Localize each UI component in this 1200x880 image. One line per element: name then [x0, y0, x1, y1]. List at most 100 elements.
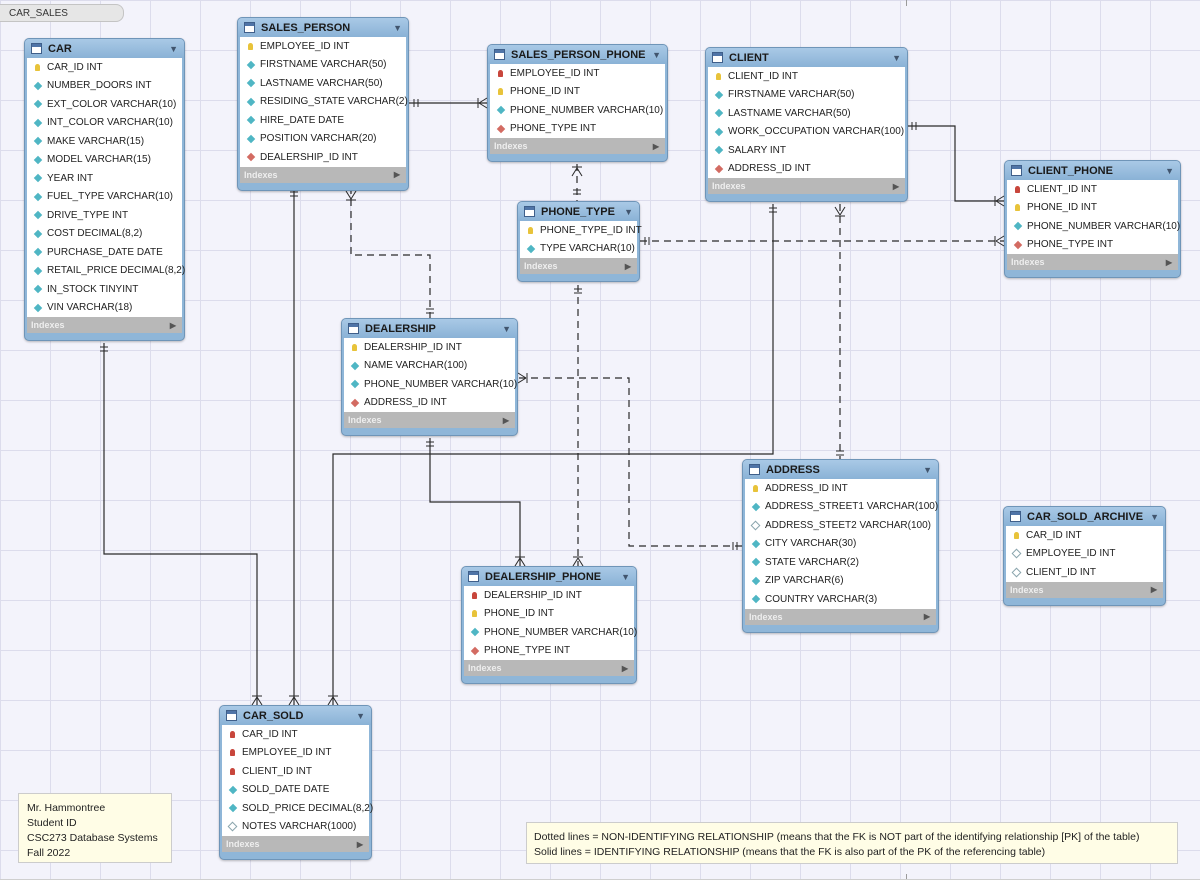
column-row[interactable]: ADDRESS_STREET1 VARCHAR(100) [745, 498, 938, 517]
column-row[interactable]: PHONE_ID INT [490, 83, 665, 102]
column-row[interactable]: PHONE_NUMBER VARCHAR(10) [344, 375, 517, 394]
expand-arrow-icon[interactable]: ▶ [624, 261, 631, 271]
column-row[interactable]: MODEL VARCHAR(15) [27, 151, 182, 170]
table-header[interactable]: SALES_PERSON▼ [238, 18, 408, 37]
column-row[interactable]: COUNTRY VARCHAR(3) [745, 590, 936, 609]
column-row[interactable]: YEAR INT [27, 169, 182, 188]
column-row[interactable]: CAR_ID INT [1006, 526, 1163, 545]
column-row[interactable]: CLIENT_ID INT [708, 67, 905, 86]
expand-arrow-icon[interactable]: ▶ [621, 663, 628, 673]
column-row[interactable]: DEALERSHIP_ID INT [464, 586, 634, 605]
indexes-bar[interactable]: Indexes▶ [1007, 254, 1178, 270]
column-row[interactable]: CLIENT_ID INT [222, 762, 369, 781]
column-row[interactable]: EMPLOYEE_ID INT [240, 37, 406, 56]
collapse-arrow-icon[interactable]: ▼ [1165, 165, 1174, 176]
column-row[interactable]: CAR_ID INT [222, 725, 369, 744]
column-row[interactable]: SALARY INT [708, 141, 905, 160]
collapse-arrow-icon[interactable]: ▼ [923, 464, 932, 475]
column-row[interactable]: SOLD_PRICE DECIMAL(8,2) [222, 799, 373, 818]
column-row[interactable]: RESIDING_STATE VARCHAR(2) [240, 93, 408, 112]
table-header[interactable]: PHONE_TYPE▼ [518, 202, 639, 221]
column-row[interactable]: DRIVE_TYPE INT [27, 206, 182, 225]
column-row[interactable]: ADDRESS_STEET2 VARCHAR(100) [745, 516, 936, 535]
expand-arrow-icon[interactable]: ▶ [1165, 257, 1172, 267]
expand-arrow-icon[interactable]: ▶ [393, 170, 400, 179]
column-row[interactable]: CITY VARCHAR(30) [745, 535, 936, 554]
table-header[interactable]: ADDRESS▼ [743, 460, 938, 479]
column-row[interactable]: CLIENT_ID INT [1007, 180, 1178, 199]
expand-arrow-icon[interactable]: ▶ [169, 320, 176, 330]
rel-dealership-to-sales-person[interactable] [350, 187, 431, 318]
column-row[interactable]: CAR_ID INT [27, 58, 182, 77]
column-row[interactable]: PHONE_NUMBER VARCHAR(10) [490, 101, 665, 120]
collapse-arrow-icon[interactable]: ▼ [892, 52, 901, 63]
table-header[interactable]: SALES_PERSON_PHONE▼ [488, 45, 667, 64]
column-row[interactable]: HIRE_DATE DATE [240, 111, 406, 130]
indexes-bar[interactable]: Indexes▶ [464, 660, 634, 676]
collapse-arrow-icon[interactable]: ▼ [621, 571, 630, 582]
column-row[interactable]: PHONE_NUMBER VARCHAR(10) [1007, 217, 1180, 236]
column-row[interactable]: COST DECIMAL(8,2) [27, 225, 182, 244]
table-header[interactable]: CLIENT_PHONE▼ [1005, 161, 1180, 180]
column-row[interactable]: PHONE_ID INT [1007, 199, 1178, 218]
collapse-arrow-icon[interactable]: ▼ [502, 323, 511, 334]
column-row[interactable]: WORK_OCCUPATION VARCHAR(100) [708, 123, 905, 142]
column-row[interactable]: FIRSTNAME VARCHAR(50) [708, 86, 905, 105]
column-row[interactable]: SOLD_DATE DATE [222, 781, 369, 800]
rel-client-to-car-sold[interactable] [332, 204, 774, 705]
table-header[interactable]: DEALERSHIP▼ [342, 319, 517, 338]
indexes-bar[interactable]: Indexes▶ [240, 166, 406, 183]
column-row[interactable]: DEALERSHIP_ID INT [344, 338, 515, 357]
model-name-tab[interactable]: CAR_SALES [0, 4, 124, 22]
rel-client-to-client-phone[interactable] [908, 125, 1004, 202]
indexes-bar[interactable]: Indexes▶ [1006, 581, 1163, 598]
indexes-bar[interactable]: Indexes▶ [27, 317, 182, 333]
column-row[interactable]: PHONE_TYPE INT [490, 120, 665, 139]
indexes-bar[interactable]: Indexes▶ [708, 178, 905, 194]
table-header[interactable]: CAR_SOLD_ARCHIVE▼ [1004, 507, 1165, 526]
column-row[interactable]: ADDRESS_ID INT [344, 394, 515, 413]
table-header[interactable]: CAR_SOLD▼ [220, 706, 371, 725]
column-row[interactable]: EMPLOYEE_ID INT [490, 64, 665, 83]
indexes-bar[interactable]: Indexes▶ [490, 138, 665, 154]
column-row[interactable]: NOTES VARCHAR(1000) [222, 818, 369, 837]
indexes-bar[interactable]: Indexes▶ [344, 412, 515, 428]
column-row[interactable]: EMPLOYEE_ID INT [1006, 545, 1163, 564]
column-row[interactable]: CLIENT_ID INT [1006, 563, 1163, 582]
column-row[interactable]: IN_STOCK TINYINT [27, 280, 182, 299]
rel-address-to-dealership[interactable] [518, 377, 742, 547]
table-header[interactable]: DEALERSHIP_PHONE▼ [462, 567, 636, 586]
rel-dealership-to-dealership-phone[interactable] [429, 438, 521, 566]
column-row[interactable]: PHONE_TYPE INT [1007, 236, 1178, 255]
expand-arrow-icon[interactable]: ▶ [356, 839, 363, 849]
column-row[interactable]: MAKE VARCHAR(15) [27, 132, 182, 151]
column-row[interactable]: ADDRESS_ID INT [745, 479, 936, 498]
column-row[interactable]: VIN VARCHAR(18) [27, 299, 182, 318]
indexes-bar[interactable]: Indexes▶ [520, 258, 637, 274]
column-row[interactable]: ZIP VARCHAR(6) [745, 572, 936, 591]
column-row[interactable]: POSITION VARCHAR(20) [240, 130, 406, 149]
expand-arrow-icon[interactable]: ▶ [652, 141, 659, 151]
table-header[interactable]: CAR▼ [25, 39, 184, 58]
collapse-arrow-icon[interactable]: ▼ [393, 22, 402, 33]
column-row[interactable]: EMPLOYEE_ID INT [222, 744, 369, 763]
column-row[interactable]: ADDRESS_ID INT [708, 160, 905, 179]
column-row[interactable]: NAME VARCHAR(100) [344, 357, 515, 376]
column-row[interactable]: EXT_COLOR VARCHAR(10) [27, 95, 182, 114]
column-row[interactable]: PHONE_TYPE_ID INT [520, 221, 642, 240]
collapse-arrow-icon[interactable]: ▼ [624, 206, 633, 217]
expand-arrow-icon[interactable]: ▶ [502, 415, 509, 425]
column-row[interactable]: FIRSTNAME VARCHAR(50) [240, 56, 406, 75]
author-note[interactable]: Mr. Hammontree Student ID CSC273 Databas… [18, 793, 172, 863]
collapse-arrow-icon[interactable]: ▼ [169, 43, 178, 54]
